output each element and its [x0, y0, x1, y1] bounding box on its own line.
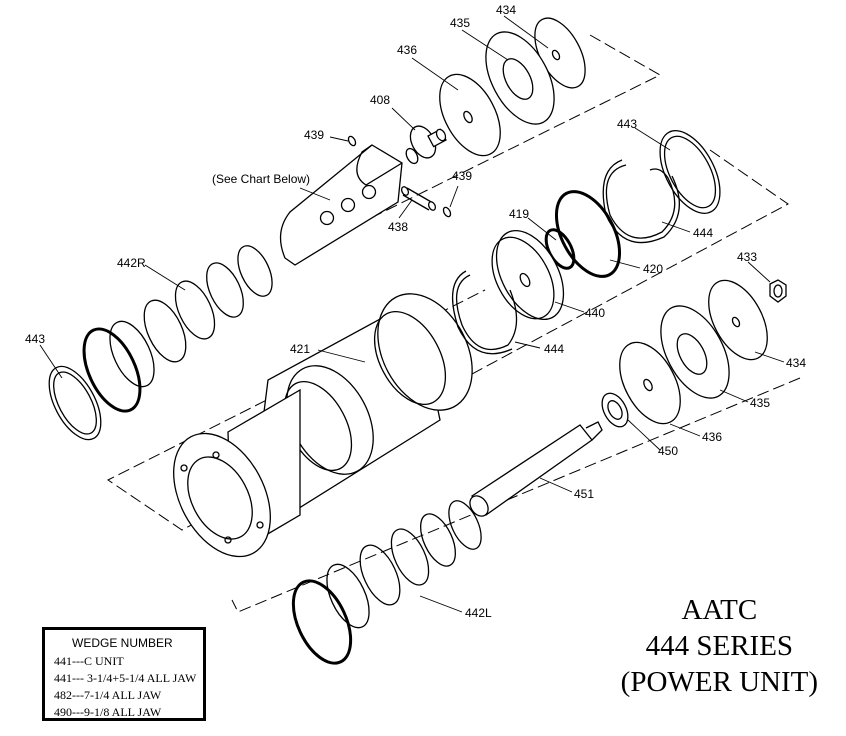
label-435-right: 435	[750, 396, 770, 410]
part-421-cylinder	[173, 293, 473, 558]
part-443-right-ring	[659, 130, 721, 214]
part-438-pin	[400, 186, 437, 211]
label-440: 440	[585, 306, 605, 320]
label-451: 451	[574, 487, 594, 501]
wedge-table-row: 441--- 3-1/4+5-1/4 ALL JAW	[54, 671, 197, 685]
part-444-snap-ring-mid	[452, 270, 518, 355]
label-439-b: 439	[452, 169, 472, 183]
part-436-right-disc	[619, 341, 681, 425]
label-443-left: 443	[25, 332, 45, 346]
label-438: 438	[388, 220, 408, 234]
label-444-right: 444	[693, 226, 713, 240]
label-408: 408	[370, 93, 390, 107]
label-436-top: 436	[397, 43, 417, 57]
label-435-top: 435	[450, 16, 470, 30]
wedge-table-row: 482---7-1/4 ALL JAW	[54, 688, 162, 702]
label-442R: 442R	[117, 256, 146, 270]
part-435-top-disc	[485, 31, 555, 125]
label-419: 419	[509, 207, 529, 221]
label-442L: 442L	[465, 606, 492, 620]
wedge-table-row: 490---9-1/8 ALL JAW	[54, 705, 162, 719]
label-see-chart: (See Chart Below)	[212, 172, 310, 186]
leader-lines	[39, 15, 785, 613]
part-444-snap-ring-upper	[602, 159, 680, 244]
part-433-nut	[769, 279, 787, 303]
title-unit: (POWER UNIT)	[620, 666, 818, 698]
part-435-right-disc	[660, 305, 730, 399]
label-434-right: 434	[786, 356, 806, 370]
label-450: 450	[658, 444, 678, 458]
part-443-left-ring	[48, 365, 102, 441]
part-wedge-bar	[279, 144, 403, 266]
label-420: 420	[643, 262, 663, 276]
diagram-title-block: AATC 444 SERIES (POWER UNIT)	[621, 592, 818, 700]
part-434-right-disc	[708, 279, 768, 361]
assembly-guide-lines	[107, 34, 801, 613]
wedge-table-row: 441---C UNIT	[54, 654, 124, 668]
part-442R-spring	[82, 245, 273, 413]
part-451-rod	[469, 421, 603, 517]
label-439-a: 439	[304, 128, 324, 142]
wedge-number-table: WEDGE NUMBER 441---C UNIT 441--- 3-1/4+5…	[42, 627, 206, 721]
part-408-piston	[405, 125, 447, 165]
part-labels: 434 435 436 408 439 439 438 (See Chart B…	[25, 3, 806, 620]
title-series: 444 SERIES	[645, 630, 794, 662]
label-444-mid: 444	[544, 342, 564, 356]
label-436-right: 436	[702, 430, 722, 444]
wedge-table-header: WEDGE NUMBER	[72, 636, 173, 650]
label-434-top: 434	[496, 3, 516, 17]
part-442L-spring	[291, 500, 482, 665]
part-439-clip-b	[442, 206, 452, 218]
part-439-clip-a	[347, 135, 357, 147]
label-433: 433	[737, 250, 757, 264]
part-436-top-disc	[439, 73, 501, 157]
title-brand: AATC	[681, 594, 758, 626]
label-443-right: 443	[617, 117, 637, 131]
label-421: 421	[290, 342, 310, 356]
part-450-bushing	[601, 392, 629, 428]
part-420-o-ring	[554, 190, 622, 278]
